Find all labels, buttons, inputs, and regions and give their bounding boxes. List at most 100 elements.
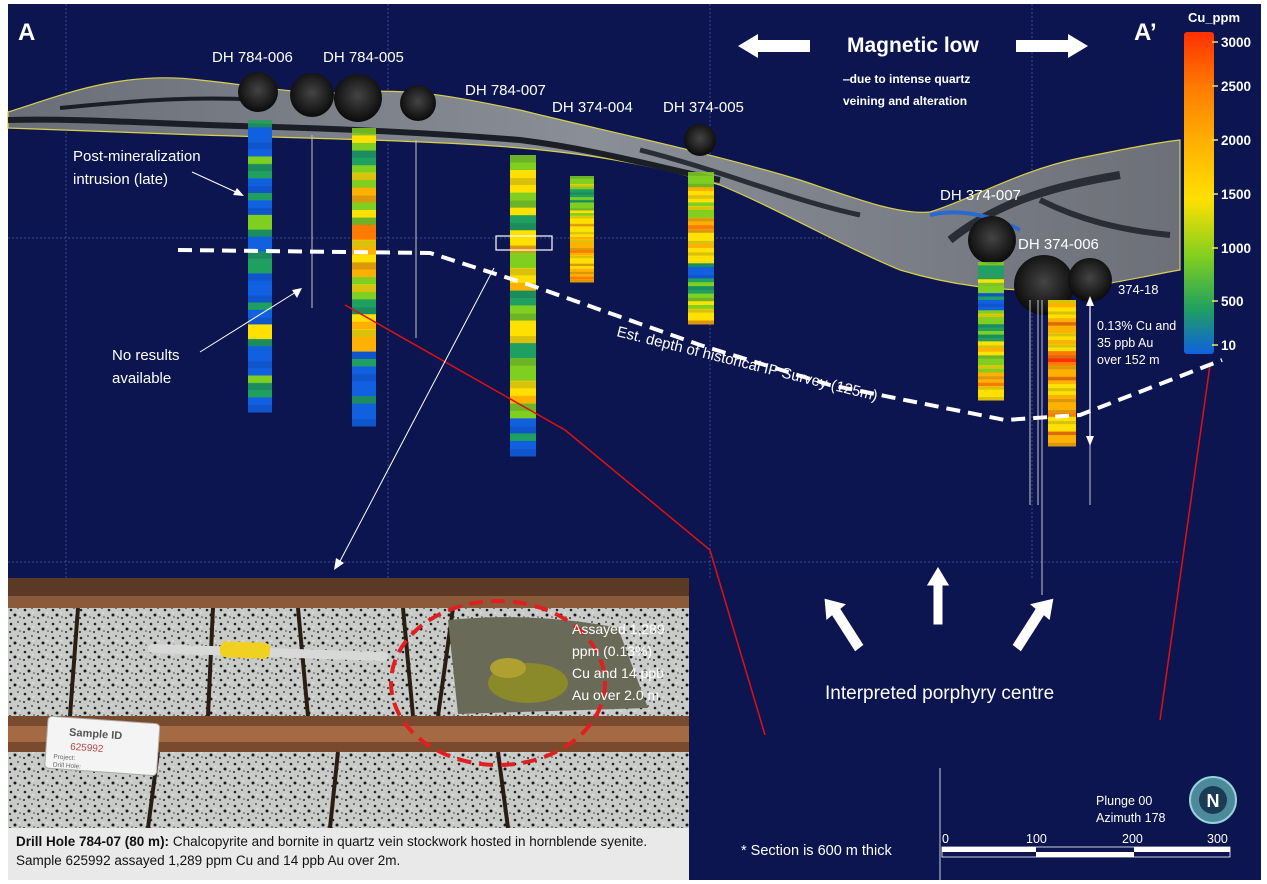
assay-interval bbox=[570, 268, 594, 272]
assay-interval bbox=[570, 276, 594, 280]
assay-interval bbox=[248, 178, 272, 187]
assay-interval bbox=[570, 236, 594, 241]
section-end-right: A’ bbox=[1134, 19, 1157, 46]
assay-interval bbox=[570, 258, 594, 262]
assay-interval bbox=[570, 194, 594, 198]
assay-interval bbox=[510, 290, 536, 299]
assay-interval bbox=[1048, 435, 1076, 440]
assay-interval bbox=[570, 266, 594, 270]
assay-interval bbox=[510, 305, 536, 314]
assay-interval bbox=[510, 267, 536, 276]
assay-interval bbox=[570, 226, 594, 230]
assay-interval bbox=[688, 282, 714, 287]
assay-interval bbox=[248, 280, 272, 289]
assay-interval bbox=[248, 404, 272, 413]
assay-interval bbox=[352, 195, 376, 203]
assay-interval bbox=[1048, 332, 1076, 337]
assay-interval bbox=[688, 293, 714, 298]
assay-interval bbox=[978, 341, 1004, 346]
assay-interval bbox=[510, 448, 536, 457]
assay-interval bbox=[688, 259, 714, 264]
assay-interval bbox=[510, 440, 536, 449]
assay-interval bbox=[510, 155, 536, 164]
collar-dh374-005 bbox=[684, 124, 716, 156]
assay-interval bbox=[570, 247, 594, 251]
assay-interval bbox=[510, 343, 536, 352]
assay-interval bbox=[510, 245, 536, 254]
assay-interval bbox=[248, 382, 272, 391]
porphyry-arrow-center bbox=[925, 565, 951, 626]
legend-tick-label: 2000 bbox=[1221, 133, 1251, 148]
assay-bars bbox=[248, 120, 1076, 457]
assay-interval bbox=[688, 194, 714, 200]
assay-interval bbox=[510, 395, 536, 404]
magnetic-low-note-2: veining and alteration bbox=[843, 94, 967, 108]
drill-hole-label-partial: 374-18 bbox=[1118, 282, 1158, 297]
assay-interval bbox=[248, 353, 272, 362]
assay-interval bbox=[510, 350, 536, 359]
assay-interval bbox=[510, 410, 536, 419]
assay-interval bbox=[978, 324, 1004, 329]
intrusion-label-2: intrusion (late) bbox=[73, 171, 168, 188]
assay-interval bbox=[570, 186, 594, 190]
thickness-note: * Section is 600 m thick bbox=[741, 843, 892, 859]
assay-interval bbox=[1048, 394, 1076, 400]
assay-interval bbox=[688, 172, 714, 177]
sample-tag-project: Project: bbox=[53, 754, 76, 763]
no-results-pointer bbox=[199, 291, 297, 353]
assay-interval bbox=[978, 262, 1004, 266]
drill-hole-label: DH 374-004 bbox=[552, 99, 633, 116]
collar-dh784-006 bbox=[238, 72, 278, 112]
assay-interval bbox=[248, 375, 272, 384]
azimuth-label: Azimuth 178 bbox=[1096, 811, 1166, 825]
assay-interval bbox=[570, 263, 594, 267]
assay-interval bbox=[248, 309, 272, 318]
north-letter: N bbox=[1207, 791, 1220, 811]
intrusion-arrowhead bbox=[233, 188, 244, 196]
assay-interval bbox=[1048, 442, 1076, 447]
collar-dh374-18 bbox=[1068, 258, 1112, 302]
assay-interval bbox=[570, 191, 594, 196]
assay-text-3: Cu and 14 ppb bbox=[572, 665, 664, 681]
assay-interval bbox=[570, 260, 594, 264]
collar-dh374-007 bbox=[968, 216, 1016, 264]
assay-interval bbox=[248, 141, 272, 150]
drill-hole-label: DH 784-006 bbox=[212, 49, 293, 66]
sample-tag-title: Sample ID bbox=[69, 727, 123, 743]
assay-interval bbox=[510, 388, 536, 397]
assay-interval bbox=[688, 217, 714, 222]
assay-interval bbox=[352, 254, 376, 263]
assay-interval bbox=[570, 252, 594, 256]
assay-interval bbox=[570, 202, 594, 206]
assay-interval bbox=[352, 217, 376, 226]
assay-interval bbox=[978, 286, 1004, 291]
assay-interval bbox=[978, 331, 1004, 335]
scale-tick: 200 bbox=[1122, 832, 1143, 846]
assay-interval bbox=[978, 306, 1004, 311]
assay-interval bbox=[570, 218, 594, 222]
assay-interval bbox=[978, 275, 1004, 280]
assay-interval bbox=[352, 135, 376, 144]
assay-interval bbox=[248, 331, 272, 340]
sample-pointer-line bbox=[337, 267, 495, 566]
assay-interval bbox=[688, 312, 714, 317]
sample-pointer-arrowhead bbox=[334, 558, 344, 570]
assay-interval bbox=[510, 313, 536, 322]
porphyry-arrow-right bbox=[1011, 597, 1055, 653]
assay-interval bbox=[570, 210, 594, 214]
assay-interval bbox=[248, 193, 272, 201]
assay-interval bbox=[248, 120, 272, 128]
assay-interval bbox=[352, 314, 376, 323]
assay-interval bbox=[1048, 373, 1076, 378]
assay-interval bbox=[978, 379, 1004, 384]
intercept-arrow-bottom bbox=[1086, 436, 1094, 446]
assay-interval bbox=[688, 274, 714, 279]
assay-interval bbox=[1048, 420, 1076, 425]
drill-hole-label: DH 374-007 bbox=[940, 187, 1021, 204]
assay-interval bbox=[688, 297, 714, 302]
assay-interval bbox=[570, 215, 594, 219]
assay-interval bbox=[352, 358, 376, 367]
assay-interval bbox=[978, 313, 1004, 318]
assay-interval bbox=[510, 260, 536, 269]
assay-interval bbox=[978, 299, 1004, 304]
